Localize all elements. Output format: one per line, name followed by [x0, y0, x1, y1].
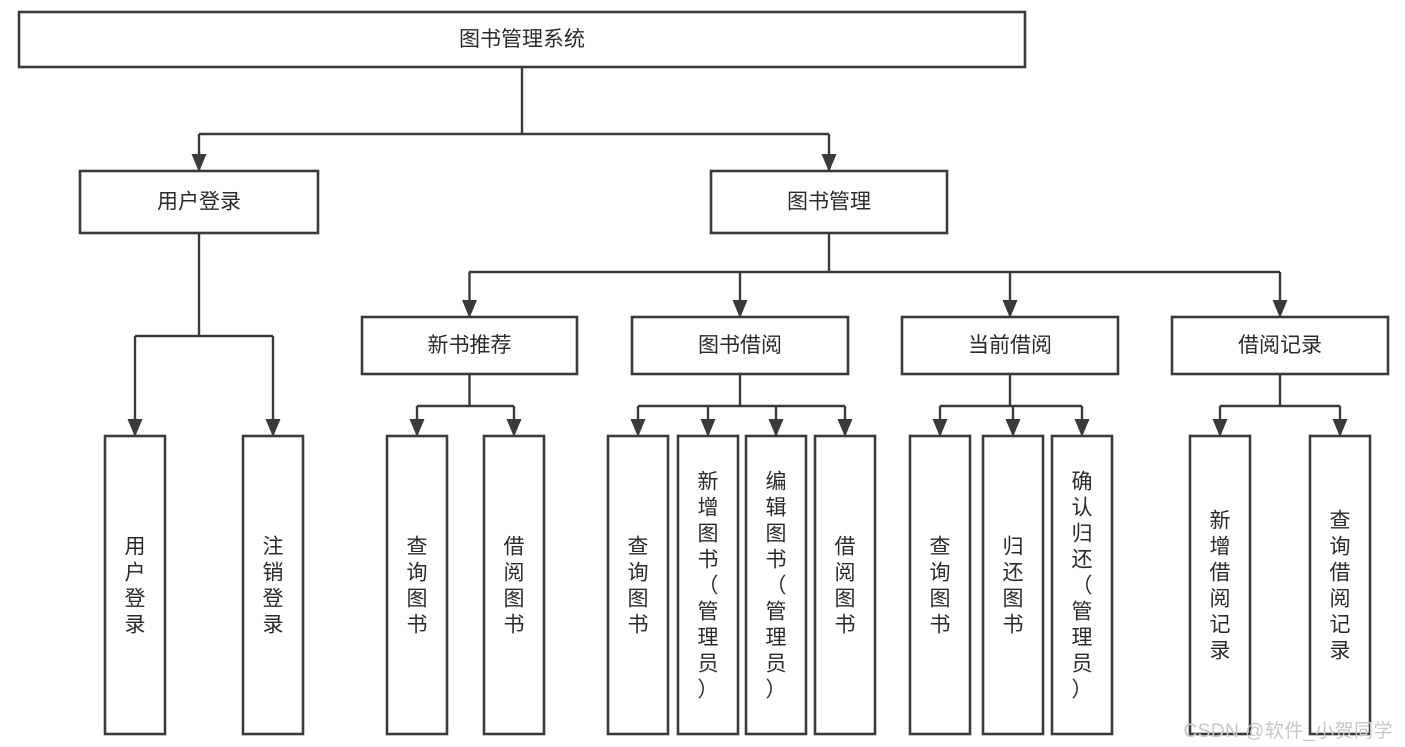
node-box[interactable]	[709, 169, 949, 235]
arrow-head-icon	[1074, 419, 1090, 437]
node-label: 借阅图书	[504, 535, 525, 636]
node-box[interactable]	[385, 434, 449, 736]
arrow-head-icon	[732, 300, 748, 318]
node-label: 查询图书	[628, 535, 649, 636]
node-box[interactable]	[103, 434, 167, 736]
connector-group-bus-borrow-record	[1212, 374, 1348, 437]
node-leaf-borrow-book-b[interactable]: 借阅图书	[813, 434, 877, 736]
node-label: 查询图书	[930, 535, 951, 636]
arrow-head-icon	[630, 419, 646, 437]
node-box[interactable]	[78, 169, 320, 235]
arrow-head-icon	[191, 154, 207, 172]
node-label: 新增借阅记录	[1210, 509, 1231, 662]
node-box[interactable]	[630, 315, 850, 376]
node-box[interactable]	[900, 315, 1120, 376]
connector-group-bus-book-manage	[462, 233, 1288, 318]
node-leaf-edit-book[interactable]: 编辑图书（管理员）	[744, 434, 808, 736]
node-box[interactable]	[606, 434, 670, 736]
node-new-book-rec[interactable]: 新书推荐	[360, 315, 579, 376]
node-current-borrow[interactable]: 当前借阅	[900, 315, 1120, 376]
connector-group-bus-book-borrow	[630, 374, 853, 437]
arrow-head-icon	[1002, 300, 1018, 318]
node-box[interactable]	[981, 434, 1045, 736]
node-leaf-confirm-return[interactable]: 确认归还（管理员）	[1050, 434, 1114, 736]
connector-group-bus-current-borrow	[932, 374, 1090, 437]
node-leaf-query-book-b[interactable]: 查询图书	[606, 434, 670, 736]
node-box[interactable]	[676, 434, 740, 736]
node-leaf-query-book-c[interactable]: 查询图书	[908, 434, 972, 736]
node-label: 图书管理	[787, 191, 871, 214]
node-box[interactable]	[482, 434, 546, 736]
arrow-head-icon	[768, 419, 784, 437]
node-label: 查询借阅记录	[1330, 509, 1351, 662]
node-label: 图书管理系统	[459, 28, 585, 51]
node-leaf-add-book[interactable]: 新增图书（管理员）	[676, 434, 740, 736]
arrow-head-icon	[1272, 300, 1288, 318]
arrow-head-icon	[1005, 419, 1021, 437]
arrow-head-icon	[265, 419, 281, 437]
node-label: 用户登录	[125, 535, 146, 636]
node-label: 用户登录	[157, 191, 241, 214]
arrow-head-icon	[932, 419, 948, 437]
node-box[interactable]	[241, 434, 305, 736]
arrow-head-icon	[409, 419, 425, 437]
node-box[interactable]	[17, 10, 1027, 69]
node-box[interactable]	[1170, 315, 1390, 376]
node-leaf-logout[interactable]: 注销登录	[241, 434, 305, 736]
node-leaf-borrow-book-rec[interactable]: 借阅图书	[482, 434, 546, 736]
node-box[interactable]	[908, 434, 972, 736]
connector-group-bus-user-login	[127, 233, 281, 437]
node-label: 注销登录	[263, 535, 284, 636]
node-box[interactable]	[1308, 434, 1372, 736]
arrow-head-icon	[700, 419, 716, 437]
node-box[interactable]	[1050, 434, 1114, 736]
node-book-borrow[interactable]: 图书借阅	[630, 315, 850, 376]
node-label: 确认归还（管理员）	[1072, 470, 1093, 701]
arrow-head-icon	[837, 419, 853, 437]
node-label: 借阅图书	[835, 535, 856, 636]
arrow-head-icon	[462, 300, 477, 318]
node-leaf-return-book[interactable]: 归还图书	[981, 434, 1045, 736]
node-label: 新增图书（管理员）	[698, 470, 719, 701]
node-label: 归还图书	[1003, 535, 1024, 636]
node-leaf-add-record[interactable]: 新增借阅记录	[1188, 434, 1252, 736]
node-leaf-query-record[interactable]: 查询借阅记录	[1308, 434, 1372, 736]
node-box[interactable]	[744, 434, 808, 736]
node-box[interactable]	[1188, 434, 1252, 736]
node-box[interactable]	[813, 434, 877, 736]
arrow-head-icon	[1212, 419, 1228, 437]
node-label: 借阅记录	[1238, 334, 1322, 357]
node-root[interactable]: 图书管理系统	[17, 10, 1027, 69]
node-box[interactable]	[360, 315, 579, 376]
node-label: 查询图书	[407, 535, 428, 636]
arrow-head-icon	[1332, 419, 1348, 437]
node-label: 当前借阅	[968, 334, 1052, 357]
connector-group-bus-root	[191, 67, 837, 172]
node-label: 编辑图书（管理员）	[766, 470, 787, 701]
node-label: 图书借阅	[698, 334, 782, 357]
node-label: 新书推荐	[428, 334, 512, 357]
node-leaf-query-book-rec[interactable]: 查询图书	[385, 434, 449, 736]
node-leaf-user-login[interactable]: 用户登录	[103, 434, 167, 736]
arrow-head-icon	[506, 419, 522, 437]
node-book-manage[interactable]: 图书管理	[709, 169, 949, 235]
connector-group-bus-new-book-rec	[409, 374, 522, 437]
connectors-layer	[127, 67, 1348, 437]
node-user-login[interactable]: 用户登录	[78, 169, 320, 235]
arrow-head-icon	[821, 154, 837, 172]
nodes-layer: 图书管理系统用户登录图书管理新书推荐图书借阅当前借阅借阅记录用户登录注销登录查询…	[17, 10, 1390, 736]
node-borrow-record[interactable]: 借阅记录	[1170, 315, 1390, 376]
arrow-head-icon	[127, 419, 143, 437]
